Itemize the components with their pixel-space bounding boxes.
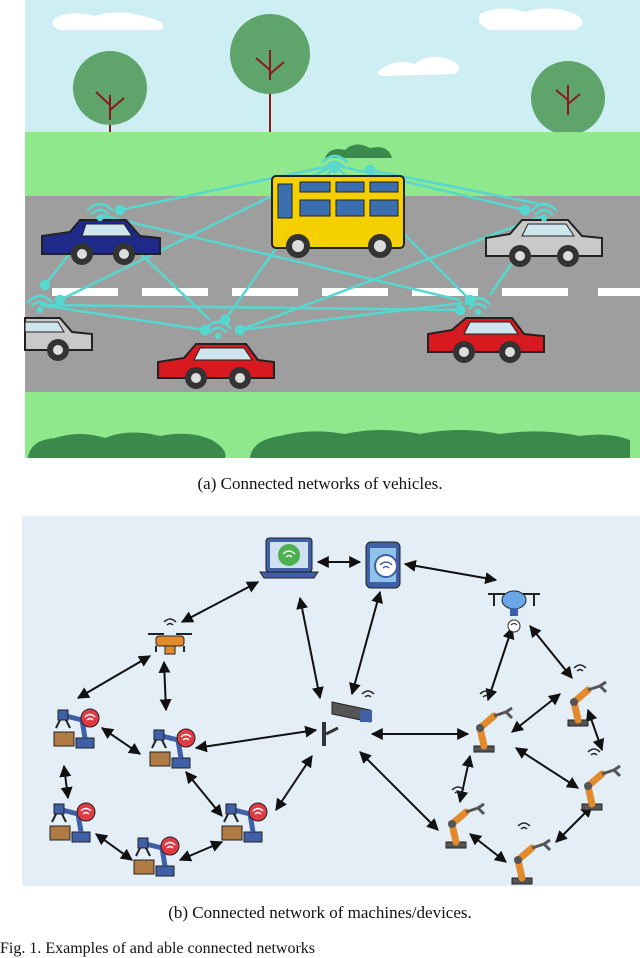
machine-network-illustration bbox=[22, 516, 640, 888]
tree-right bbox=[531, 61, 605, 135]
car-grey-left bbox=[24, 317, 93, 361]
car-red-right bbox=[427, 317, 545, 363]
lane-markings bbox=[52, 288, 640, 296]
bus bbox=[271, 175, 405, 258]
device-links bbox=[59, 556, 605, 863]
clouds bbox=[52, 8, 583, 76]
caption-panel-b: (b) Connected network of machines/device… bbox=[168, 903, 472, 922]
caption-panel-a: (a) Connected networks of vehicles. bbox=[197, 474, 443, 493]
wifi-icon bbox=[26, 154, 558, 340]
smartphone-icon bbox=[365, 541, 401, 589]
car-grey-right bbox=[485, 219, 603, 267]
panel-b-background bbox=[22, 516, 640, 886]
car-red-center bbox=[157, 343, 275, 389]
vehicle-network-illustration bbox=[24, 0, 640, 458]
tree-middle bbox=[230, 14, 310, 132]
drone-icon bbox=[148, 590, 540, 655]
security-camera-icon bbox=[322, 690, 375, 746]
bushes bbox=[28, 144, 630, 458]
car-blue bbox=[41, 219, 161, 265]
figure-caption-start: Fig. 1. Examples of and able connected n… bbox=[0, 940, 316, 957]
laptop-icon bbox=[259, 537, 319, 579]
